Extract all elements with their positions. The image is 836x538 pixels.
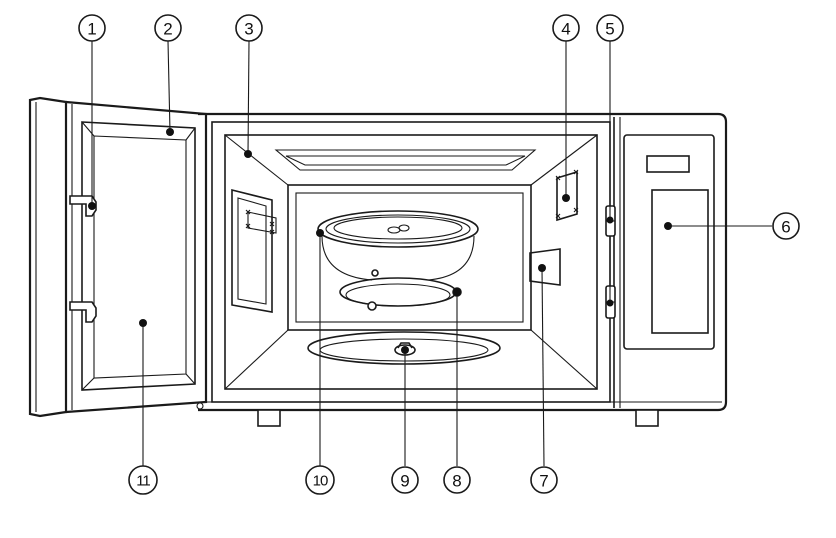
svg-text:11: 11 bbox=[136, 473, 150, 490]
svg-text:4: 4 bbox=[561, 20, 570, 39]
svg-text:10: 10 bbox=[313, 473, 328, 490]
callout-4: 4 bbox=[552, 14, 580, 42]
callout-10: 10 bbox=[305, 465, 335, 495]
right-foot bbox=[635, 409, 659, 427]
door-latch-upper bbox=[69, 195, 97, 217]
waveguide-cover bbox=[231, 188, 277, 313]
callout-11: 11 bbox=[128, 465, 158, 495]
callout-8: 8 bbox=[443, 466, 471, 494]
svg-text:8: 8 bbox=[452, 472, 461, 491]
svg-text:5: 5 bbox=[605, 20, 614, 39]
control-area bbox=[651, 189, 709, 334]
leader-lines bbox=[88, 40, 772, 467]
svg-text:2: 2 bbox=[163, 20, 172, 39]
side-cover bbox=[529, 248, 561, 286]
callout-1: 1 bbox=[78, 14, 106, 42]
callout-2: 2 bbox=[154, 14, 182, 42]
svg-text:6: 6 bbox=[781, 218, 790, 237]
callout-6: 6 bbox=[772, 212, 800, 240]
callout-5: 5 bbox=[596, 14, 624, 42]
control-panel bbox=[623, 134, 715, 350]
oven-cavity bbox=[211, 121, 611, 403]
door-latch-lower bbox=[69, 301, 97, 323]
svg-text:9: 9 bbox=[400, 472, 409, 491]
door bbox=[28, 96, 208, 418]
svg-text:3: 3 bbox=[244, 20, 253, 39]
glass-tray bbox=[317, 210, 479, 248]
svg-text:1: 1 bbox=[87, 20, 96, 39]
callouts: 1 2 3 4 5 6 7 8 bbox=[78, 14, 800, 495]
svg-text:7: 7 bbox=[539, 472, 548, 491]
left-foot bbox=[257, 409, 281, 427]
callout-9: 9 bbox=[391, 466, 419, 494]
callout-3: 3 bbox=[235, 14, 263, 42]
display-window bbox=[646, 155, 690, 173]
callout-7: 7 bbox=[530, 466, 558, 494]
turntable-assembly bbox=[307, 210, 501, 365]
grille-panel bbox=[556, 170, 578, 222]
